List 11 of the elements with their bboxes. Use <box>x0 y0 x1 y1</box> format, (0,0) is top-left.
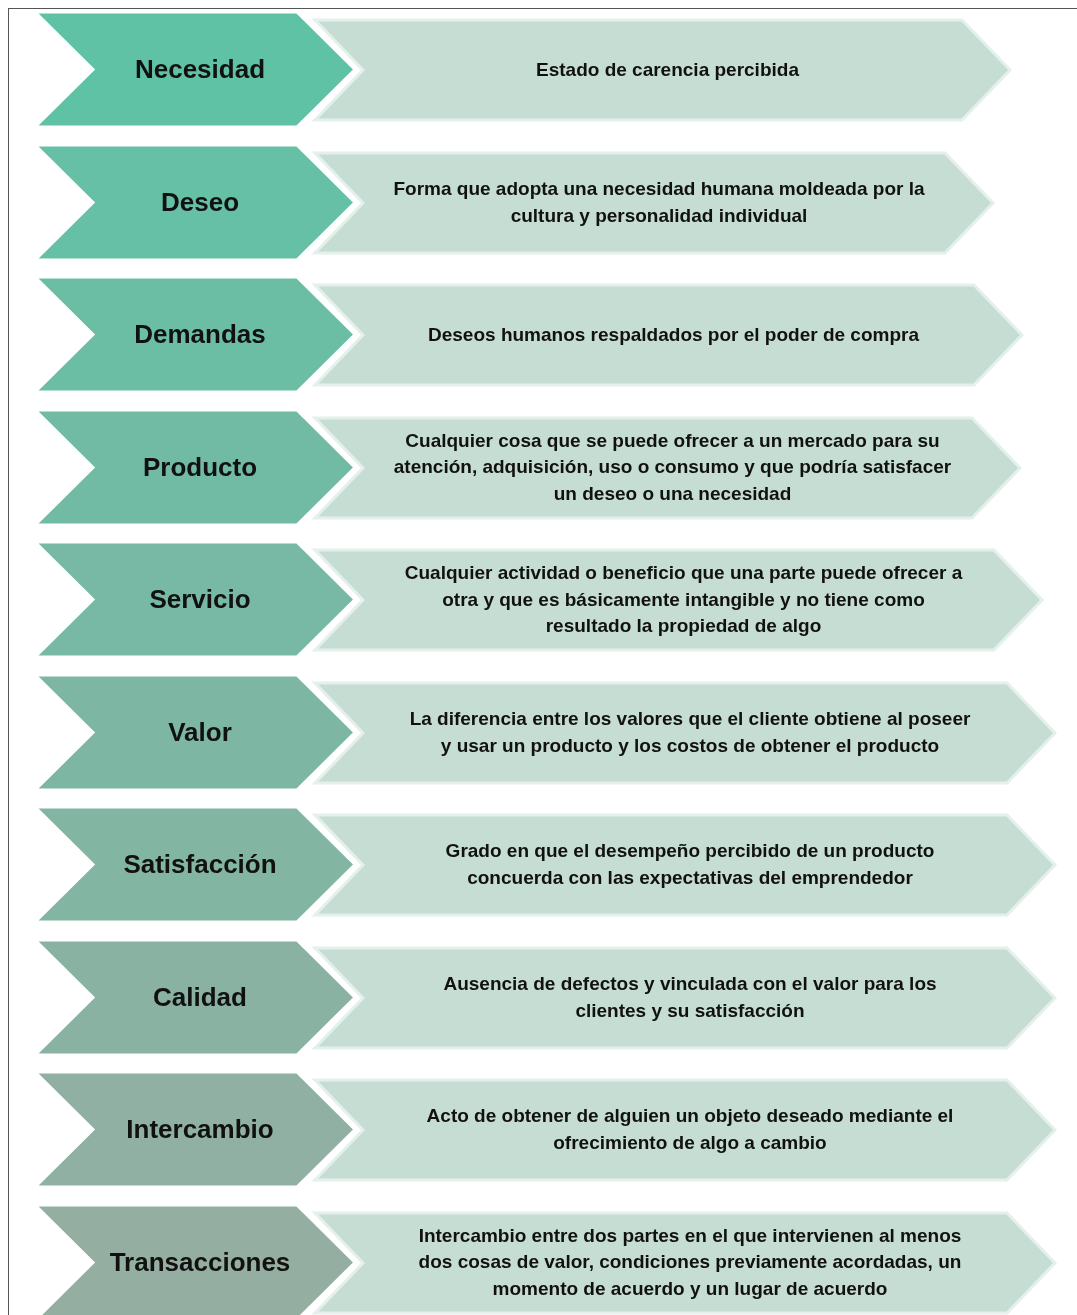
term-label: Producto <box>141 451 259 483</box>
term-panel <box>35 1204 355 1315</box>
term-label: Transacciones <box>108 1246 292 1278</box>
term-label: Calidad <box>152 981 248 1013</box>
term-label: Satisfacción <box>122 849 278 880</box>
term-label: Intercambio <box>125 1114 275 1145</box>
term-label: Valor <box>167 716 233 748</box>
term-label: Servicio <box>148 584 252 615</box>
term-label: Deseo <box>159 186 240 218</box>
term-label: Demandas <box>133 319 267 350</box>
term-label: Necesidad <box>133 54 267 85</box>
